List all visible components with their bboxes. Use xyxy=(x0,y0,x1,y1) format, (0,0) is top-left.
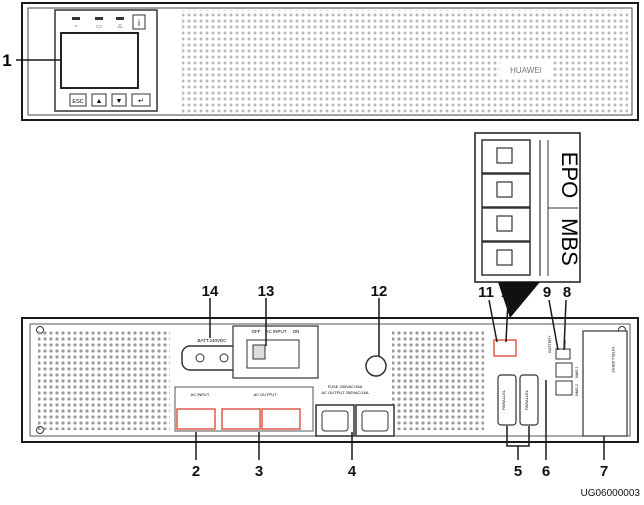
parallel-port-1 xyxy=(497,374,517,426)
esc-button[interactable] xyxy=(69,93,87,107)
down-button[interactable] xyxy=(111,93,127,107)
ac-input-terminal xyxy=(176,408,216,430)
info-key[interactable] xyxy=(132,14,146,30)
led-indicator xyxy=(116,17,124,20)
svg-text:⚠: ⚠ xyxy=(117,23,123,30)
ground-screw xyxy=(365,355,387,377)
nms2-label: NMS 2 xyxy=(575,384,579,396)
breaker-handle[interactable] xyxy=(252,344,266,360)
svg-text:▭: ▭ xyxy=(96,24,102,30)
down-button-label: ▼ xyxy=(116,98,123,105)
up-button-label: ▲ xyxy=(96,98,103,105)
info-key-label: i xyxy=(138,18,140,28)
battery-comm-label: BATTERY xyxy=(548,335,552,353)
nms1-port xyxy=(555,362,573,378)
esc-button-label: ESC xyxy=(72,99,83,105)
breaker-on-label: ON xyxy=(293,329,300,334)
rear-vent-right xyxy=(392,330,484,430)
up-button[interactable] xyxy=(91,93,107,107)
callout-9: 9 xyxy=(543,284,551,301)
callout-4: 4 xyxy=(348,463,357,480)
callout-14: 14 xyxy=(202,283,219,300)
usb-label: USB xyxy=(563,340,567,348)
svg-text:~: ~ xyxy=(74,24,78,30)
parallel-port-2 xyxy=(519,374,539,426)
ac-input-terminal-label: AC INPUT xyxy=(191,392,210,397)
callout-1: 1 xyxy=(2,51,11,70)
battery-label: BATT.240VDC xyxy=(198,338,228,343)
callout-8: 8 xyxy=(563,284,571,301)
mbs-label: MBS xyxy=(557,218,582,266)
led-indicator xyxy=(95,17,103,20)
enter-button[interactable] xyxy=(131,93,151,107)
ac-output-rating: AC OUTPUT 250VAC/16A xyxy=(322,390,369,395)
logo-plate xyxy=(500,60,552,78)
detail-pointer xyxy=(498,282,540,318)
intelligent-card-slot xyxy=(582,330,628,437)
rear-panel: BATT.240VDC OFF AC INPUT ON AC INPUT AC … xyxy=(21,317,639,443)
rear-vent-left xyxy=(38,330,170,430)
callout-2: 2 xyxy=(192,463,200,480)
callout-6: 6 xyxy=(542,463,550,480)
nms1-label: NMS 1 xyxy=(575,366,579,378)
callout-12: 12 xyxy=(371,283,388,300)
intelligent-slot-label: INTELLIGENT xyxy=(611,347,616,373)
callout-13: 13 xyxy=(258,283,275,300)
parallel-port-2-label: PARALLEL xyxy=(524,389,529,410)
epo-label: EPO xyxy=(557,152,582,198)
epo-mbs-port xyxy=(493,339,517,357)
callout-leaders xyxy=(195,298,605,460)
nms2-port xyxy=(555,380,573,396)
breaker-off-label: OFF xyxy=(252,329,261,334)
enter-button-label: ↵ xyxy=(138,98,144,105)
terminal-detail: EPO MBS xyxy=(474,132,582,283)
callout-11: 11 xyxy=(478,284,494,301)
ac-output-terminal-label: AC OUTPUT xyxy=(253,392,277,397)
fuse-label: FUSE 250VAC/16A xyxy=(328,384,363,389)
breaker-input-label: AC INPUT xyxy=(265,329,286,334)
huawei-logo: HUAWEI xyxy=(510,66,542,75)
ac-output-terminal-2 xyxy=(261,408,301,430)
callout-7: 7 xyxy=(600,463,608,480)
ac-output-terminal-1 xyxy=(221,408,261,430)
usb-port xyxy=(555,348,571,360)
front-vent xyxy=(182,10,628,113)
callout-3: 3 xyxy=(255,463,263,480)
front-panel: ~ ▭ ⚠ i ESC ▲ ▼ ↵ HUAWEI xyxy=(21,2,639,121)
led-indicator xyxy=(72,17,80,20)
callout-10: 10 xyxy=(501,284,518,301)
callout-5: 5 xyxy=(514,463,522,480)
parallel-port-1-label: PARALLEL xyxy=(501,389,506,410)
lcd-screen xyxy=(60,32,139,89)
figure-code: UG06000003 xyxy=(581,488,641,499)
